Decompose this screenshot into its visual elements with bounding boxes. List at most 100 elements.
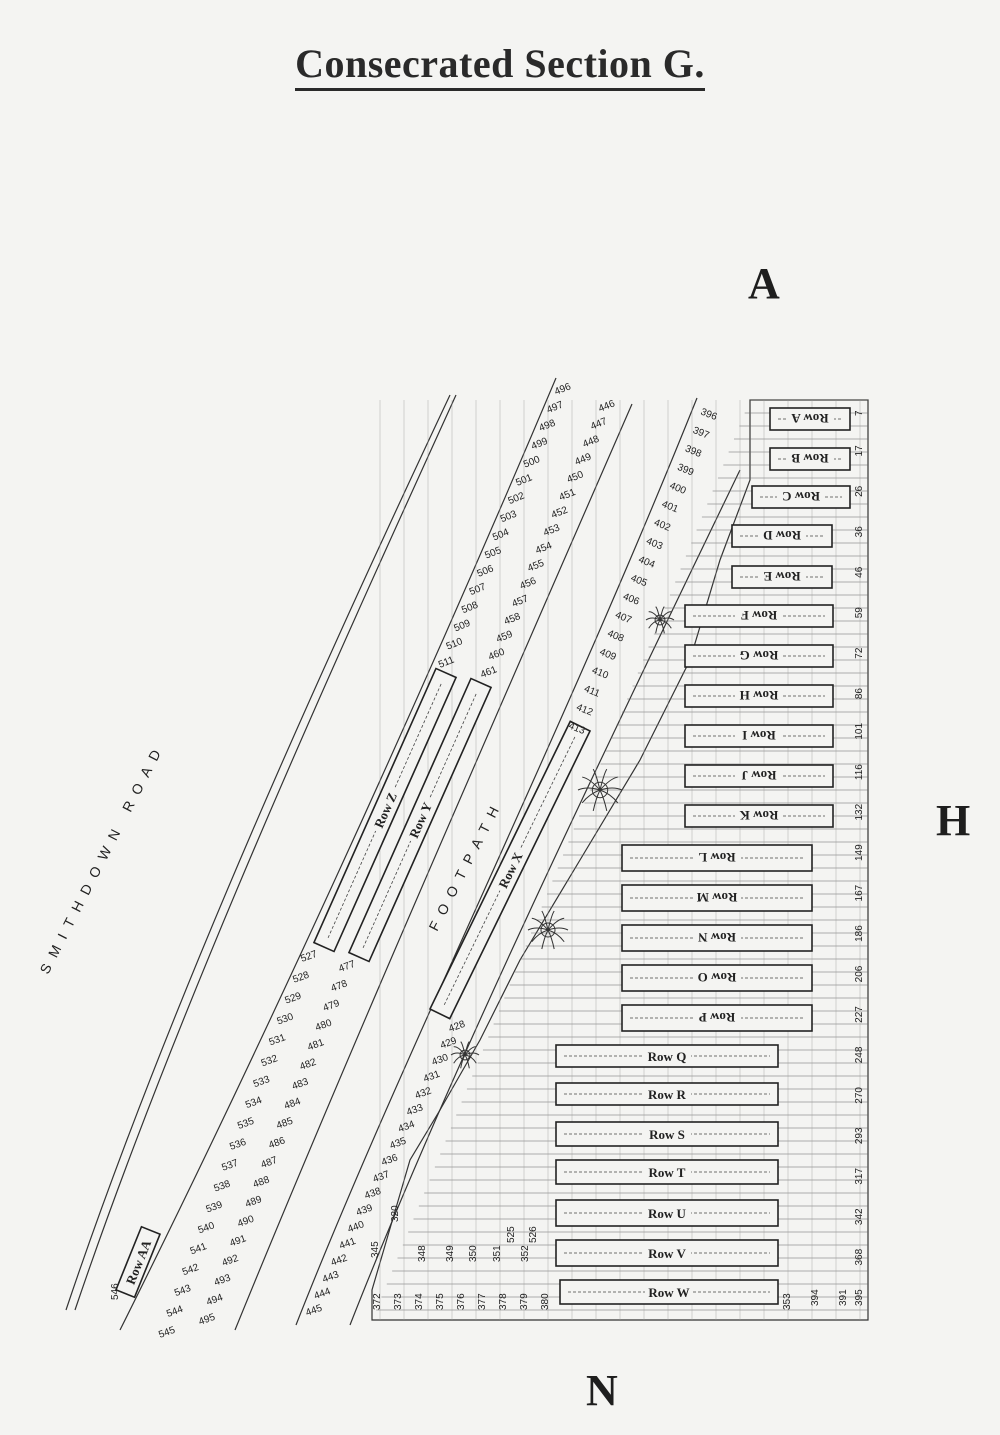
plot-number: 411 [582,684,601,700]
strip-b-right [349,469,741,1326]
row-l: Row L [621,844,813,872]
strip-a-right [234,403,633,1331]
tree-branch [592,789,601,812]
row-label-bg [786,451,834,467]
plot-number: 412 [575,702,595,719]
plot-number: 116 [854,764,865,780]
row-g: Row G [684,644,834,668]
plot-number: 373 [393,1293,404,1310]
plot-number: 380 [540,1293,551,1310]
row-label-bg [492,845,528,895]
row-w: Row W [559,1279,779,1305]
tree-branch [582,776,601,791]
plot-number: 509 [452,618,472,635]
plot-number: 528 [291,970,311,986]
main-grid-border [371,399,869,1321]
tree-branch [547,927,569,931]
plot-number: 26 [854,485,865,497]
plot-number: 46 [854,566,865,578]
plot-number: 374 [414,1293,425,1310]
plot-number: 403 [645,536,665,553]
plot-number: 320 [390,1205,401,1222]
plot-number: 409 [598,647,618,664]
plot-number: 400 [668,480,688,497]
row-label-bg [735,768,783,784]
plot-number: 533 [252,1074,272,1090]
plot-number: 293 [854,1127,865,1144]
row-label: Row T [649,1165,686,1180]
plot-number: 248 [854,1046,865,1063]
tree-branch [581,789,601,804]
plot-number: 497 [545,399,565,416]
plot-number: 443 [321,1269,341,1285]
plot-number: 410 [590,665,610,682]
row-label-bg [777,489,825,505]
plot-number: 431 [422,1069,442,1085]
plot-number: 101 [854,723,865,740]
row-label: Row P [699,1010,736,1025]
plot-number: 493 [213,1272,233,1288]
row-a: Row A [769,407,851,431]
plot-number: 526 [528,1226,539,1243]
plot-number: 506 [476,563,496,580]
tree-branch [464,1041,470,1056]
row-label: Row J [741,768,777,783]
plot-number: 317 [854,1168,865,1185]
row-o: Row O [621,964,813,992]
plot-number: 445 [304,1303,324,1319]
row-k: Row K [684,804,834,828]
tree-trunk [540,922,556,938]
plot-number: 453 [542,522,562,539]
plot-number: 480 [314,1017,334,1033]
plot-number: 17 [854,445,865,457]
plot-number: 543 [173,1283,193,1299]
row-label-bg [758,569,806,585]
row-label-bg [786,411,834,427]
plot-number: 206 [854,965,865,982]
plot-number: 353 [782,1293,793,1310]
plot-number: 7 [854,410,865,416]
plot-number: 483 [291,1076,311,1092]
row-label-bg [643,1086,691,1102]
plot-number: 450 [566,469,586,486]
plot-number: 379 [519,1293,530,1310]
plot-number: 401 [660,499,680,516]
plot-number: 451 [558,487,578,504]
plot-number: 430 [430,1052,450,1068]
tree-trunk [591,781,609,799]
plot-number: 437 [372,1169,392,1185]
row-label: Row H [740,688,779,703]
tree-branch [655,619,661,634]
tree-branch [531,929,549,943]
tree-branch [655,606,661,621]
compass-n: N [586,1366,618,1415]
tree-branch [659,619,665,634]
plot-number: 489 [244,1194,264,1210]
row-label: Row K [739,808,779,823]
plot-number: 457 [510,593,530,610]
plot-number: 376 [456,1293,467,1310]
tree-branch [531,917,549,931]
plot-number: 504 [491,527,511,544]
plot-number: 492 [221,1253,241,1269]
tree-branch [541,910,549,931]
compass-h: H [936,796,971,845]
row-label: Row O [698,970,737,985]
plot-number: 446 [597,398,617,415]
row-n: Row N [621,924,813,952]
plot-number: 478 [329,978,349,994]
row-label: Row C [782,489,820,504]
plot-number: 484 [283,1096,303,1112]
tree-branch [547,929,555,950]
row-label-bg [643,1245,691,1261]
plot-number: 545 [157,1325,177,1341]
page-title: Consecrated Section G. [0,40,1000,91]
plot-number: 538 [212,1178,232,1194]
tree-branch [547,917,565,931]
plot-number: 408 [606,628,626,645]
road-edge-left [65,394,451,1311]
plot-number: 537 [220,1158,240,1174]
plot-number: 132 [854,803,865,820]
row-p: Row P [621,1004,813,1032]
plot-number: 534 [244,1095,264,1111]
